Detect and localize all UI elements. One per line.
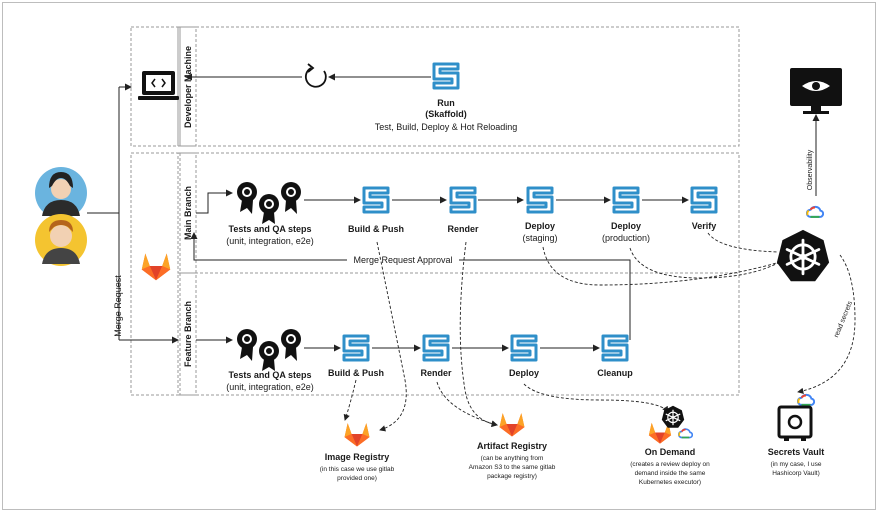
kubernetes-icon xyxy=(775,228,831,283)
refresh-icon xyxy=(304,63,327,88)
image-registry-title: Image Registry xyxy=(325,452,390,462)
main-tests-title: Tests and QA steps xyxy=(228,224,311,234)
dependency-curves xyxy=(343,232,856,432)
feature-deploy-label: Deploy xyxy=(509,368,539,378)
feature-cleanup-label: Cleanup xyxy=(597,368,633,378)
on-demand-line1: (creates a review deploy on xyxy=(630,461,710,468)
feature-tests-title: Tests and QA steps xyxy=(228,370,311,380)
skaffold-icon xyxy=(449,186,477,214)
main-deploy-prod-label: Deploy xyxy=(611,221,641,231)
skaffold-icon xyxy=(422,334,450,362)
gitlab-icon xyxy=(344,423,370,447)
skaffold-icon xyxy=(526,186,554,214)
run-title: Run xyxy=(437,98,455,108)
main-deploy-prod-sub: (production) xyxy=(602,233,650,243)
skaffold-icon xyxy=(612,186,640,214)
lane-label-feature: Feature Branch xyxy=(183,301,193,367)
person-avatar-icon xyxy=(35,214,87,266)
main-verify-label: Verify xyxy=(692,221,717,231)
skaffold-icon xyxy=(362,186,390,214)
secrets-vault-title: Secrets Vault xyxy=(768,447,825,457)
vault-icon xyxy=(777,405,813,441)
feature-flow-lines xyxy=(196,336,600,352)
main-deploy-staging-label: Deploy xyxy=(525,221,555,231)
artifact-registry-line3: package registry) xyxy=(487,473,537,480)
artifact-registry-title: Artifact Registry xyxy=(477,441,547,451)
main-deploy-staging-sub: (staging) xyxy=(522,233,557,243)
google-cloud-icon xyxy=(797,393,815,406)
skaffold-icon xyxy=(342,334,370,362)
observability-label: Observability xyxy=(807,149,814,190)
monitor-eye-icon xyxy=(790,68,842,114)
feature-tests-sub: (unit, integration, e2e) xyxy=(226,382,314,392)
lane-label-main: Main Branch xyxy=(183,186,193,240)
google-cloud-icon xyxy=(806,205,824,218)
main-render-label: Render xyxy=(447,224,479,234)
skaffold-icon xyxy=(690,186,718,214)
run-sub: Test, Build, Deploy & Hot Reloading xyxy=(375,122,518,132)
merge-request-label: Merge Request xyxy=(113,275,123,337)
award-ribbons-icon xyxy=(237,182,301,224)
person-avatar-icon xyxy=(35,167,87,219)
image-registry-line2: provided one) xyxy=(337,475,377,482)
secrets-vault-line2: Hashicorp Vault) xyxy=(772,470,820,477)
on-demand-title: On Demand xyxy=(645,447,696,457)
artifact-registry-line2: Amazon S3 to the same gitlab xyxy=(469,464,556,471)
secrets-vault-line1: (in my case, I use xyxy=(771,461,822,468)
on-demand-line2: demand inside the same xyxy=(635,470,706,477)
artifact-registry-line1: (can be anything from xyxy=(481,455,544,462)
merge-request-lines xyxy=(87,83,179,344)
award-ribbons-icon xyxy=(237,329,301,371)
merge-request-approval-label: Merge Request Approval xyxy=(353,255,452,265)
run-tool: (Skaffold) xyxy=(425,109,467,119)
main-tests-sub: (unit, integration, e2e) xyxy=(226,236,314,246)
feature-build-label: Build & Push xyxy=(328,368,384,378)
lane-label-developer: Developer Machine xyxy=(183,46,193,128)
skaffold-icon xyxy=(432,62,460,90)
main-build-label: Build & Push xyxy=(348,224,404,234)
gitlab-icon xyxy=(499,413,525,437)
google-cloud-icon xyxy=(678,428,693,439)
laptop-code-icon xyxy=(138,71,179,100)
feature-render-label: Render xyxy=(420,368,452,378)
skaffold-icon xyxy=(510,334,538,362)
image-registry-line1: (in this case we use gitlab xyxy=(320,466,395,473)
gitlab-icon xyxy=(141,253,171,281)
skaffold-icon xyxy=(601,334,629,362)
read-secrets-label: read secrets xyxy=(833,300,854,339)
on-demand-line3: Kubernetes executor) xyxy=(639,479,701,486)
